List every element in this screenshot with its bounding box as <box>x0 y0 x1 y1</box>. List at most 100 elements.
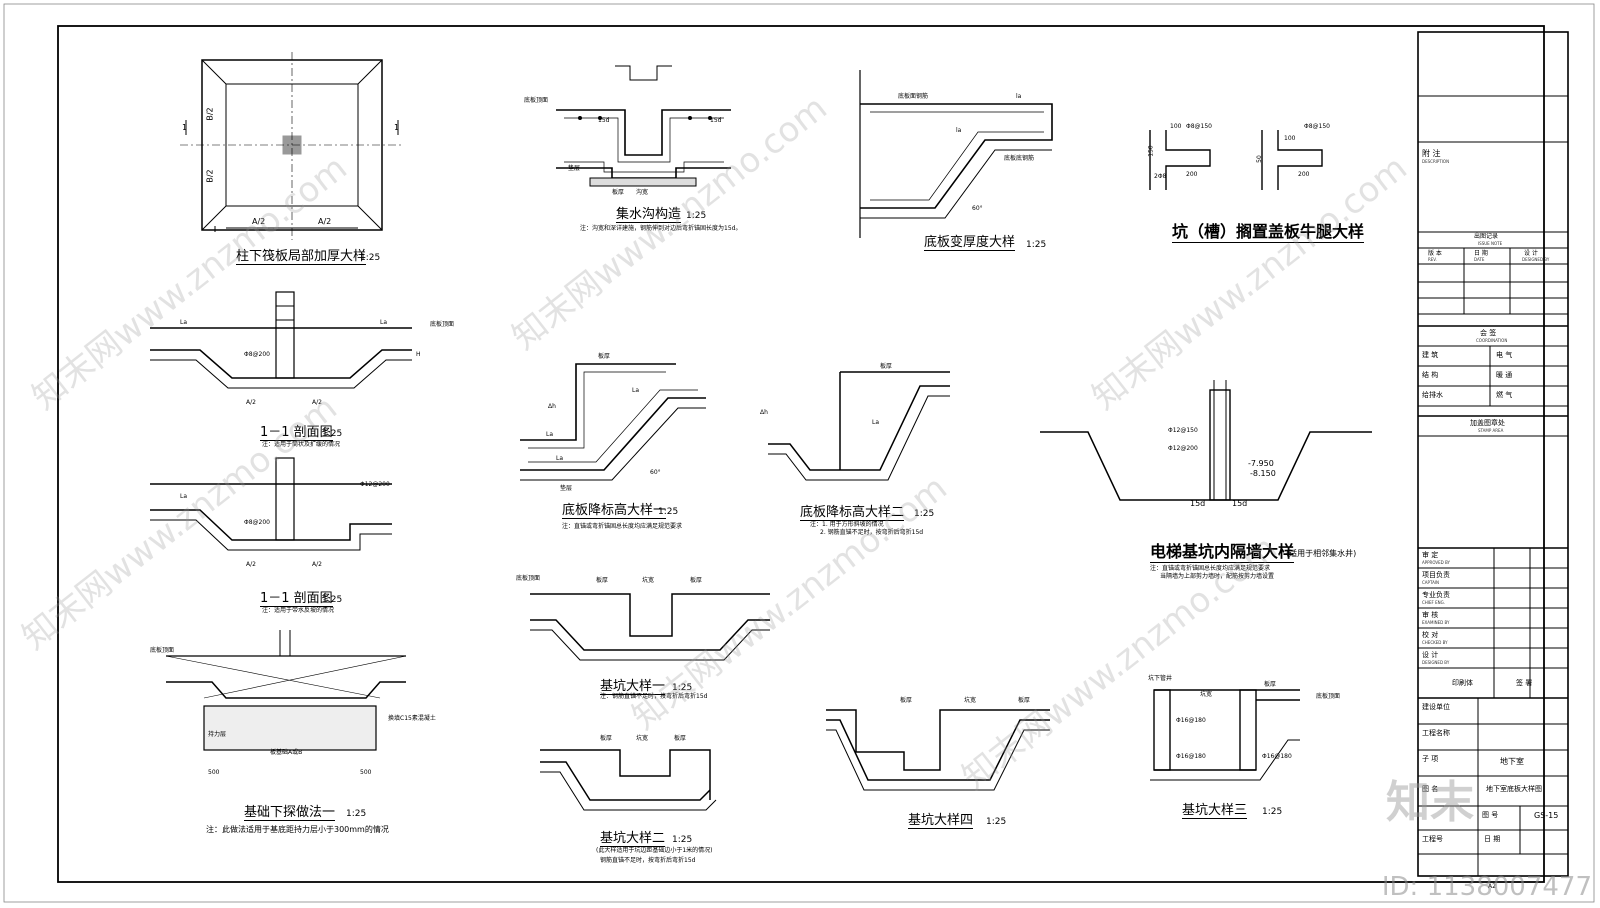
tb-sign-col: 签 署 <box>1516 679 1533 687</box>
tb-issue-col-3-en: DESIGNED BY <box>1522 257 1550 262</box>
d12-pit-w: 坑宽 <box>636 735 649 742</box>
tb-sub-value: 地下室 <box>1500 757 1524 766</box>
d10-el-1: -7.950 <box>1248 459 1274 468</box>
outer-border <box>3 3 1595 903</box>
d5-a2-left: A/2 <box>246 399 256 406</box>
tb-date: 日 期 <box>1484 835 1501 843</box>
drawing-10-elevator <box>1040 380 1372 501</box>
d3-title: 底板变厚度大样 <box>924 235 1016 251</box>
tb-issue-en: ISSUE NOTE <box>1478 241 1503 246</box>
d2-bottom-top: 底板顶面 <box>524 97 549 104</box>
d10-note-1: 注：直锚或弯折锚固总长度均应满足规范要求 <box>1150 565 1271 572</box>
d13-pit-w: 坑宽 <box>964 697 977 704</box>
tb-sign-r1-b: 电 气 <box>1496 351 1513 359</box>
tb-project: 工程名称 <box>1422 729 1450 737</box>
d5-h: H <box>416 351 421 358</box>
d1-cut-left: 1 <box>182 123 188 132</box>
drawing-6-section <box>150 457 392 551</box>
tb-role-6-en: DESIGNED BY <box>1422 660 1450 665</box>
d9-dh: Δh <box>760 409 768 416</box>
d14-phi16-c: Φ16@180 <box>1262 753 1292 760</box>
drawing-2-ditch <box>556 65 731 187</box>
d6-note: 注：适用于带水反坡的情况 <box>262 607 335 614</box>
d7-module: 板基础A或B <box>270 749 303 756</box>
d10-subtitle: (适用于相邻集水井) <box>1286 549 1357 558</box>
tb-sign-en: COORDINATION <box>1476 338 1508 343</box>
brand-id: ID: 1138007477 <box>1381 872 1592 902</box>
d3-top-rebar: 底板面钢筋 <box>898 93 929 100</box>
d4-150-a: 150 <box>1147 145 1155 157</box>
tb-sign-label: 会 签 <box>1480 329 1497 337</box>
d7-500-right: 500 <box>360 769 372 776</box>
drawing-5-section <box>150 291 412 389</box>
d3-la-mid: la <box>956 127 962 134</box>
d11-scale: 1:25 <box>672 683 693 693</box>
d13-slab-2: 板厚 <box>900 697 913 704</box>
drawing-3-thickness <box>859 70 1053 238</box>
d6-a2-left: A/2 <box>246 561 256 568</box>
d11-slab-r: 板厚 <box>690 577 703 584</box>
tb-job: 工程号 <box>1422 835 1443 843</box>
d2-note: 注：沟宽和深详建施，钢筋伸到对边后弯折锚固长度为15d。 <box>580 225 742 232</box>
drawing-12-pit2 <box>540 749 717 811</box>
d2-title: 集水沟构造 <box>616 207 682 223</box>
drawing-13-pit4 <box>826 709 1050 791</box>
d14-phi16-a: Φ16@180 <box>1176 717 1206 724</box>
d11-note: 注：钢筋直锚不足时，按弯折后弯折15d <box>600 693 708 700</box>
d8-60: 60° <box>650 469 661 476</box>
drawing-4-corbel <box>1149 130 1323 190</box>
tb-issue-col-2-en: DATE <box>1474 257 1485 262</box>
d3-60: 60° <box>972 205 983 212</box>
d14-scale: 1:25 <box>1262 807 1283 817</box>
d11-title: 基坑大样一 <box>600 679 666 695</box>
d2-15d-right: 15d <box>710 117 722 124</box>
d5-a2-right: A/2 <box>312 399 322 406</box>
tb-dwg-no: 图 号 <box>1482 811 1499 819</box>
d7-found: 持力层 <box>208 731 227 738</box>
d10-el-2: -8.150 <box>1250 469 1276 478</box>
tb-sign-r2-a: 结 构 <box>1422 371 1439 379</box>
d14-phi16-b: Φ16@180 <box>1176 753 1206 760</box>
d4-200-b: 200 <box>1298 171 1310 178</box>
d8-la-1: La <box>546 431 554 438</box>
d12-note-1: (此大样适用于坑边距基础边小于1米的情况) <box>596 847 713 854</box>
tb-sheet: 图 名 <box>1422 785 1439 793</box>
d2-slab-thk: 板厚 <box>612 189 625 196</box>
drawing-1-plan <box>180 52 402 240</box>
d4-phi8-150-a: Φ8@150 <box>1186 123 1212 130</box>
d6-scale: 1:25 <box>322 595 343 605</box>
tb-note-label: 附 注 <box>1422 149 1441 158</box>
tb-issue-col-1: 版 本 <box>1428 250 1442 257</box>
d9-note-2: 2. 钢筋直锚不足时，按弯折后弯折15d <box>820 529 924 536</box>
tb-role-1-en: APPROVED BY <box>1422 560 1451 565</box>
tb-role-3: 专业负责 <box>1422 591 1450 599</box>
d10-title: 电梯基坑内隔墙大样 <box>1150 542 1295 563</box>
d10-15d-left: 15d <box>1190 499 1206 508</box>
tb-client: 建设单位 <box>1422 703 1450 711</box>
d12-slab-r: 板厚 <box>674 735 687 742</box>
tb-issue-col-2: 日 期 <box>1474 250 1488 257</box>
d5-title: 1－1 剖面图 <box>260 425 333 441</box>
d9-scale: 1:25 <box>914 509 935 519</box>
d1-cut-right: 1 <box>394 123 400 132</box>
d4-50-b: 50 <box>1255 155 1263 163</box>
d7-scale: 1:25 <box>346 809 367 819</box>
d9-la: La <box>872 419 880 426</box>
d14-bottom-top: 底板顶面 <box>1316 693 1341 700</box>
d3-bottom-rebar: 底板底钢筋 <box>1004 155 1035 162</box>
tb-role-5: 校 对 <box>1422 631 1439 639</box>
inner-border <box>57 25 1545 883</box>
d10-15d-right: 15d <box>1232 499 1248 508</box>
d3-scale: 1:25 <box>1026 240 1047 250</box>
d4-100-a: 100 <box>1170 123 1182 130</box>
d13-scale: 1:25 <box>986 817 1007 827</box>
d8-title: 底板降标高大样一 <box>562 503 667 519</box>
d5-la-left: La <box>180 319 188 326</box>
d8-cushion: 垫层 <box>560 485 573 492</box>
d1-dim-a2-right: A/2 <box>318 217 332 226</box>
d9-title: 底板降标高大样二 <box>800 505 905 521</box>
title-block <box>1417 31 1569 877</box>
tb-issue-col-1-en: REV. <box>1428 257 1437 262</box>
d10-phi12-150: Φ12@150 <box>1168 427 1198 434</box>
drawing-8-drop1 <box>520 363 706 481</box>
